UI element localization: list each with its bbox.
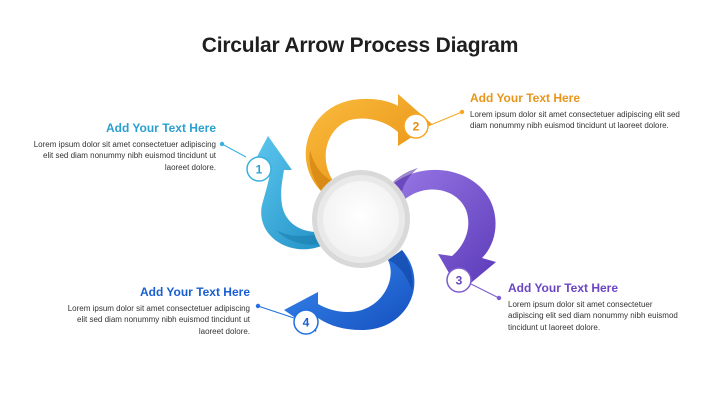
step-3-heading: Add Your Text Here <box>508 281 619 295</box>
arrow-step-4 <box>284 250 415 332</box>
text-block-step-2: Add Your Text Here Lorem ipsum dolor sit… <box>470 91 680 132</box>
badge-number-1: 1 <box>256 163 263 177</box>
arrow-step-2 <box>305 94 432 192</box>
connector-step-3 <box>470 283 502 301</box>
step-1-body: Lorem ipsum dolor sit amet consectetuer … <box>33 140 216 172</box>
badge-step-1: 1 <box>246 156 272 182</box>
connector-step-1 <box>219 141 247 158</box>
connector-step-4 <box>255 303 295 319</box>
badge-step-3: 3 <box>446 267 472 293</box>
badge-step-2: 2 <box>403 113 429 139</box>
step-4-heading: Add Your Text Here <box>139 285 250 299</box>
badge-number-4: 4 <box>303 316 310 330</box>
text-block-step-4: Add Your Text Here Lorem ipsum dolor sit… <box>60 285 250 337</box>
badge-step-4: 4 <box>293 309 319 335</box>
step-2-heading: Add Your Text Here <box>470 91 581 105</box>
text-block-step-3: Add Your Text Here Lorem ipsum dolor sit… <box>508 281 688 333</box>
center-circle <box>312 170 410 268</box>
page-title: Circular Arrow Process Diagram <box>201 34 519 57</box>
step-4-body: Lorem ipsum dolor sit amet consectetuer … <box>67 304 250 336</box>
connector-step-2 <box>427 109 465 127</box>
step-3-body: Lorem ipsum dolor sit amet consectetuer … <box>508 300 678 332</box>
step-1-heading: Add Your Text Here <box>105 121 216 135</box>
step-2-body: Lorem ipsum dolor sit amet consectetuer … <box>470 110 680 131</box>
text-block-step-1: Add Your Text Here Lorem ipsum dolor sit… <box>30 121 216 173</box>
badge-number-2: 2 <box>413 120 420 134</box>
badge-number-3: 3 <box>456 274 463 288</box>
